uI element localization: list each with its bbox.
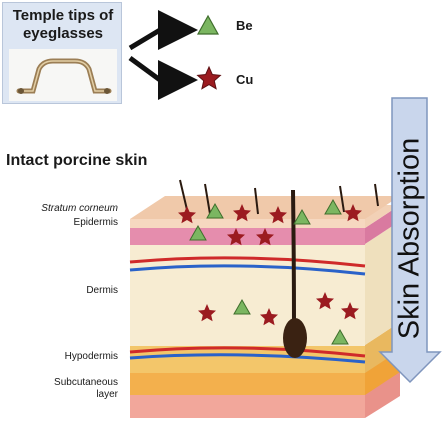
skin-absorption-label: Skin Absorption — [393, 137, 426, 340]
layer-hypodermis: Hypodermis — [64, 351, 118, 362]
arrow-to-cu — [128, 55, 198, 100]
layer-dermis: Dermis — [86, 285, 118, 296]
layer-subcutaneous: Subcutaneous layer — [54, 377, 118, 400]
arrow-to-be — [128, 10, 198, 51]
panel-title: Temple tips of eyeglasses — [12, 7, 114, 42]
temple-tip-image — [16, 58, 112, 94]
temple-tip-photo — [9, 49, 117, 101]
cu-star-marker — [196, 65, 222, 90]
metal-markers — [178, 198, 362, 345]
cu-label: Cu — [236, 72, 254, 87]
skin-heading: Intact porcine skin — [6, 152, 148, 169]
eyeglasses-panel: Temple tips of eyeglasses — [2, 2, 122, 104]
be-label: Be — [236, 18, 253, 33]
skin-absorption-arrow — [378, 97, 442, 384]
skin-diagram — [129, 179, 400, 418]
layer-stratum-corneum: Stratum corneum — [41, 203, 118, 214]
layer-epidermis: Epidermis — [73, 217, 118, 228]
be-triangle-marker — [196, 14, 220, 35]
